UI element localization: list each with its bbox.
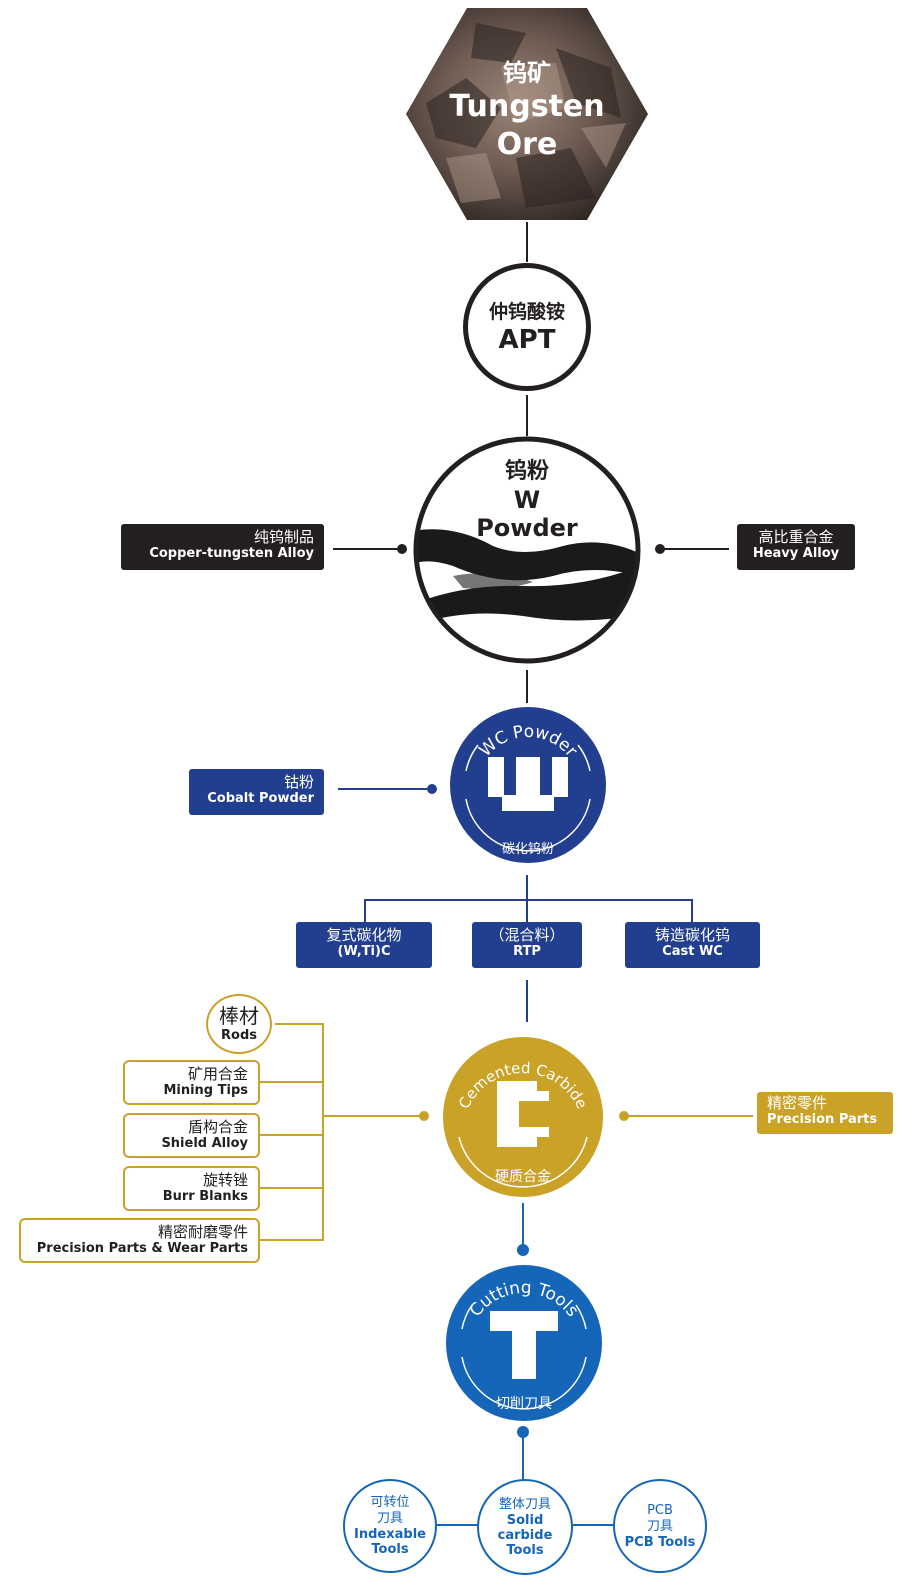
w-powder-label-zh: 钨粉 <box>504 459 549 484</box>
cutting-tools-node: Cutting Tools 切削刀具 <box>446 1265 602 1421</box>
w-powder-label-en-2: Powder <box>476 514 578 542</box>
ore-label: 钨矿 Tungsten Ore <box>406 58 648 164</box>
shield-alloy-en: Shield Alloy <box>161 1136 248 1151</box>
indexable-tools-node: 可转位 刀具 Indexable Tools <box>343 1479 437 1573</box>
cobalt-label: 钴粉 Cobalt Powder <box>189 769 324 815</box>
solid-en-2: carbide <box>497 1527 553 1543</box>
ore-label-en-1: Tungsten <box>449 89 605 124</box>
apt-label-zh: 仲钨酸铵 <box>488 301 565 323</box>
tungsten-ore-hexagon <box>406 8 648 220</box>
cast-wc-en: Cast WC <box>662 944 723 959</box>
precision-wear-parts-label: 精密耐磨零件 Precision Parts & Wear Parts <box>19 1218 260 1263</box>
solid-en-3: Tools <box>506 1542 544 1558</box>
wtic-en: (W,Ti)C <box>337 944 391 959</box>
burr-blanks-zh: 旋转锉 <box>202 1171 248 1189</box>
heavy-alloy-en: Heavy Alloy <box>752 546 840 561</box>
pcb-tools-node: PCB 刀具 PCB Tools <box>613 1479 707 1573</box>
w-powder-label: 钨粉 W Powder <box>413 458 641 542</box>
indexable-en-1: Indexable <box>354 1527 426 1542</box>
rods-node: 棒材 Rods <box>206 994 272 1054</box>
shield-alloy-label: 盾构合金 Shield Alloy <box>123 1113 260 1158</box>
precision-wear-parts-en: Precision Parts & Wear Parts <box>36 1241 248 1256</box>
ore-label-zh: 钨矿 <box>503 59 551 87</box>
indexable-en-2: Tools <box>371 1542 409 1557</box>
cast-wc-box: 铸造碳化钨 Cast WC <box>625 922 760 968</box>
indexable-zh-1: 可转位 <box>370 1495 410 1510</box>
mining-tips-zh: 矿用合金 <box>187 1065 248 1083</box>
wc-powder-zh: 碳化钨粉 <box>502 841 554 857</box>
pcb-zh-1: PCB <box>647 1502 673 1518</box>
cutting-zh: 切削刀具 <box>496 1396 552 1412</box>
solid-en-1: Solid <box>506 1512 544 1528</box>
w-powder-node <box>413 436 641 664</box>
indexable-zh-2: 刀具 <box>376 1511 403 1526</box>
shield-alloy-zh: 盾构合金 <box>187 1118 248 1136</box>
copper-tungsten-label: 纯钨制品 Copper-tungsten Alloy <box>121 524 324 570</box>
cobalt-zh: 钴粉 <box>283 773 314 791</box>
rods-zh: 棒材 <box>219 1004 259 1028</box>
wtic-box: 复式碳化物 (W,Ti)C <box>296 922 432 968</box>
ore-label-en-2: Ore <box>496 127 558 162</box>
apt-label: 仲钨酸铵 APT <box>463 300 591 356</box>
precision-parts-en: Precision Parts <box>767 1112 878 1127</box>
rtp-en: RTP <box>513 944 541 959</box>
cemented-carbide-node: Cemented Carbide 硬质合金 <box>443 1037 603 1197</box>
precision-parts-zh: 精密零件 <box>767 1094 828 1112</box>
wtic-zh: 复式碳化物 <box>326 926 402 944</box>
cobalt-en: Cobalt Powder <box>207 791 314 806</box>
copper-tungsten-en: Copper-tungsten Alloy <box>149 546 314 561</box>
rtp-zh: （混合料） <box>489 926 565 944</box>
rods-en: Rods <box>221 1028 257 1043</box>
cast-wc-zh: 铸造碳化钨 <box>654 926 730 944</box>
w-powder-label-en-1: W <box>513 486 541 514</box>
heavy-alloy-label: 高比重合金 Heavy Alloy <box>737 524 855 570</box>
burr-blanks-en: Burr Blanks <box>162 1189 248 1204</box>
wc-powder-node: WC Powder 碳化钨粉 <box>450 707 606 863</box>
solid-carbide-tools-node: 整体刀具 Solid carbide Tools <box>477 1479 573 1575</box>
rtp-box: （混合料） RTP <box>472 922 582 968</box>
precision-wear-parts-zh: 精密耐磨零件 <box>157 1223 248 1241</box>
pcb-en: PCB Tools <box>624 1534 696 1550</box>
apt-label-en: APT <box>498 325 556 355</box>
apt-node <box>463 263 591 391</box>
cemented-zh: 硬质合金 <box>495 1169 551 1185</box>
cutting-tools-icon <box>490 1311 558 1379</box>
precision-parts-label: 精密零件 Precision Parts <box>757 1092 893 1134</box>
burr-blanks-label: 旋转锉 Burr Blanks <box>123 1166 260 1211</box>
mining-tips-en: Mining Tips <box>163 1083 248 1098</box>
copper-tungsten-zh: 纯钨制品 <box>253 528 314 546</box>
solid-zh: 整体刀具 <box>498 1496 551 1512</box>
heavy-alloy-zh: 高比重合金 <box>758 528 834 546</box>
pcb-zh-2: 刀具 <box>646 1518 673 1534</box>
mining-tips-label: 矿用合金 Mining Tips <box>123 1060 260 1105</box>
